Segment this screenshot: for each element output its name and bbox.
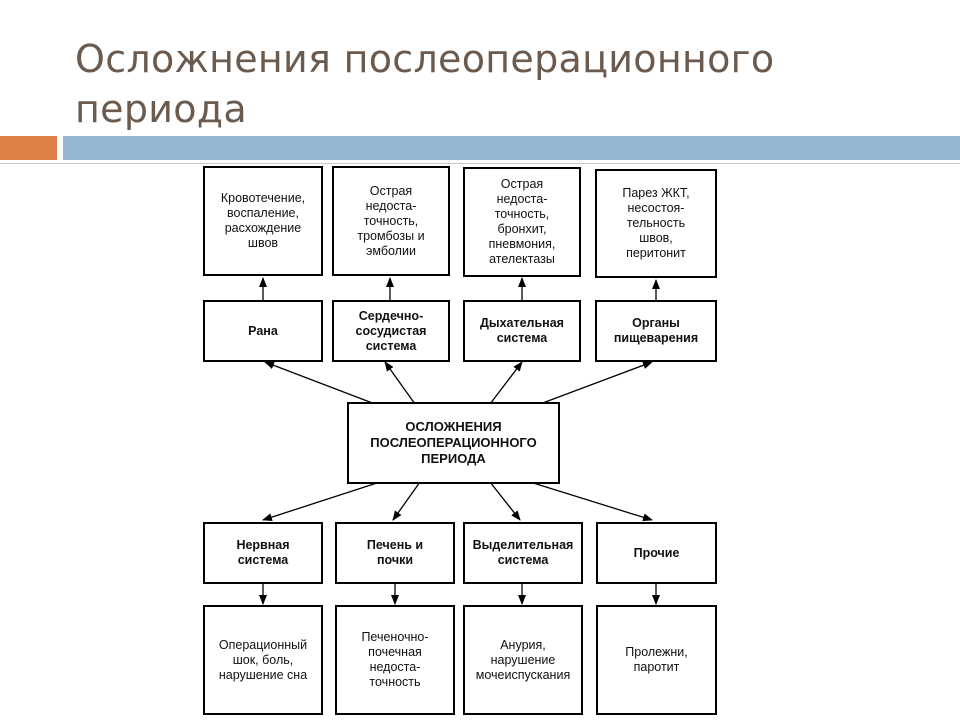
arrow-center-nerve <box>262 481 381 522</box>
system-respiratory: Дыхательная система <box>463 300 581 362</box>
accent-bar-orange <box>0 136 57 160</box>
accent-bar-blue <box>63 136 960 160</box>
complication-wound: Кровотечение, воспаление, расхождение шв… <box>203 166 323 276</box>
arrow-center-digest <box>539 361 653 405</box>
divider-line <box>0 163 960 164</box>
center-node: ОСЛОЖНЕНИЯ ПОСЛЕОПЕРАЦИОННОГО ПЕРИОДА <box>347 402 560 484</box>
slide-title: Осложнения послеоперационного периода <box>75 37 775 131</box>
system-digestive: Органы пищеварения <box>595 300 717 362</box>
system-cardiovascular: Сердечно- сосудистая система <box>332 300 450 362</box>
complication-digestive: Парез ЖКТ, несостоя- тельность швов, пер… <box>595 169 717 278</box>
system-wound: Рана <box>203 300 323 362</box>
complication-respiratory: Острая недоста- точность, бронхит, пневм… <box>463 167 581 277</box>
complication-liver-kidneys: Печеночно- почечная недоста- точность <box>335 605 455 715</box>
arrow-center-other <box>529 481 653 522</box>
arrow-center-cardio <box>384 361 416 405</box>
complication-cardiovascular: Острая недоста- точность, тромбозы и эмб… <box>332 166 450 276</box>
arrow-center-liver <box>392 481 421 521</box>
system-other: Прочие <box>596 522 717 584</box>
complication-nervous: Операционный шок, боль, нарушение сна <box>203 605 323 715</box>
system-nervous: Нервная система <box>203 522 323 584</box>
system-liver-kidneys: Печень и почки <box>335 522 455 584</box>
system-excretory: Выделительная система <box>463 522 583 584</box>
complication-excretory: Анурия, нарушение мочеиспускания <box>463 605 583 715</box>
arrow-center-excret <box>489 481 521 521</box>
complication-other: Пролежни, паротит <box>596 605 717 715</box>
arrow-center-resp <box>489 361 523 405</box>
arrow-center-wound <box>264 361 376 405</box>
